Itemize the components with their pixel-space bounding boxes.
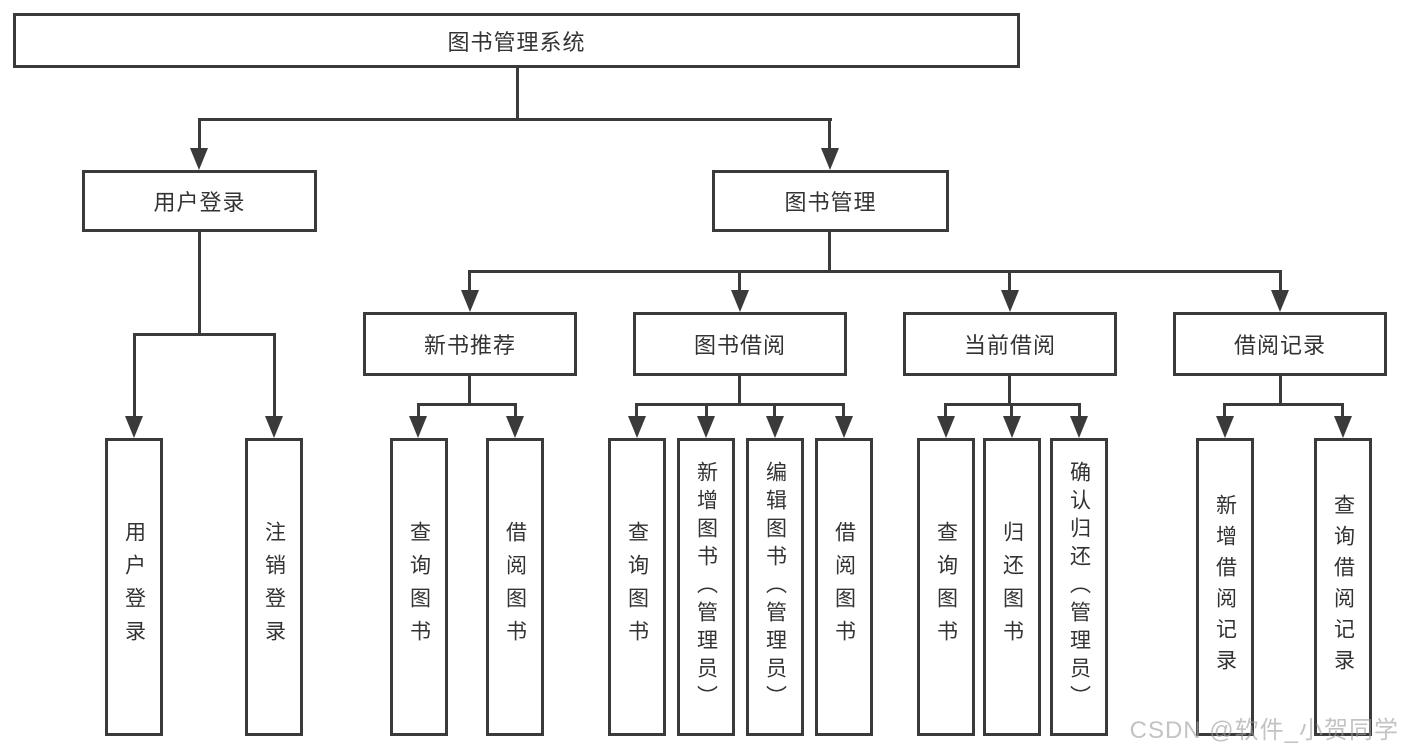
connector-leaf-stub — [842, 403, 845, 419]
arrow-down-icon — [190, 148, 208, 170]
arrow-down-icon — [937, 416, 955, 438]
connector-new-book-rail — [417, 403, 517, 406]
connector-to-user-login — [198, 118, 201, 152]
leaf-label: 用户登录 — [122, 521, 146, 653]
leaf-label: 借阅图书 — [503, 521, 527, 653]
connector-level3-rail — [468, 270, 1282, 273]
arrow-down-icon — [1271, 290, 1289, 312]
leaf-label: 编辑图书（管理员） — [763, 461, 787, 713]
connector-current-borrow-stem — [1008, 376, 1011, 406]
connector-to-current-borrow — [1008, 270, 1011, 294]
node-root: 图书管理系统 — [13, 13, 1020, 68]
leaf-add-book-admin: 新增图书（管理员） — [677, 438, 735, 736]
connector-leaf-stub — [417, 403, 420, 419]
leaf-borrow-books-newbook: 借阅图书 — [486, 438, 544, 736]
leaf-label: 查询图书 — [934, 521, 958, 653]
node-book-management: 图书管理 — [712, 170, 949, 232]
connector-to-new-book — [468, 270, 471, 294]
leaf-label: 注销登录 — [262, 521, 286, 653]
connector-level2-rail — [198, 118, 832, 121]
leaf-query-books-newbook: 查询图书 — [390, 438, 448, 736]
leaf-label: 确认归还（管理员） — [1067, 461, 1091, 713]
leaf-label: 查询图书 — [625, 521, 649, 653]
node-user-login: 用户登录 — [82, 170, 317, 232]
arrow-down-icon — [766, 416, 784, 438]
connector-borrow-record-rail — [1223, 403, 1343, 406]
arrow-down-icon — [821, 148, 839, 170]
leaf-label: 归还图书 — [1000, 521, 1024, 653]
leaf-confirm-return-admin: 确认归还（管理员） — [1050, 438, 1108, 736]
arrow-down-icon — [1001, 290, 1019, 312]
arrow-down-icon — [1334, 416, 1352, 438]
arrow-down-icon — [461, 290, 479, 312]
connector-to-book-borrow — [738, 270, 741, 294]
arrow-down-icon — [409, 416, 427, 438]
leaf-label: 查询借阅记录 — [1331, 494, 1355, 680]
leaf-label: 新增图书（管理员） — [694, 461, 718, 713]
leaf-query-borrow-record: 查询借阅记录 — [1314, 438, 1372, 736]
node-new-book-recommend: 新书推荐 — [363, 312, 577, 376]
connector-user-login-rail — [133, 333, 276, 336]
leaf-label: 借阅图书 — [832, 521, 856, 653]
node-borrow-record: 借阅记录 — [1173, 312, 1387, 376]
connector-leaf-stub — [944, 403, 947, 419]
connector-to-leaf-logout — [273, 333, 276, 417]
leaf-logout: 注销登录 — [245, 438, 303, 736]
arrow-down-icon — [628, 416, 646, 438]
connector-leaf-stub — [773, 403, 776, 419]
arrow-down-icon — [1003, 416, 1021, 438]
leaf-edit-book-admin: 编辑图书（管理员） — [746, 438, 804, 736]
arrow-down-icon — [731, 290, 749, 312]
csdn-watermark: CSDN @软件_小贺同学 — [1129, 717, 1399, 744]
connector-leaf-stub — [705, 403, 708, 419]
leaf-query-books-current: 查询图书 — [917, 438, 975, 736]
arrow-down-icon — [1070, 416, 1088, 438]
connector-leaf-stub — [1078, 403, 1081, 419]
connector-leaf-stub — [1223, 403, 1226, 419]
connector-to-leaf-user-login — [133, 333, 136, 417]
connector-book-borrow-rail — [635, 403, 845, 406]
arrow-down-icon — [1216, 416, 1234, 438]
connector-leaf-stub — [635, 403, 638, 419]
connector-borrow-record-stem — [1279, 376, 1282, 406]
arrow-down-icon — [835, 416, 853, 438]
leaf-label: 查询图书 — [407, 521, 431, 653]
leaf-add-borrow-record: 新增借阅记录 — [1196, 438, 1254, 736]
connector-new-book-stem — [468, 376, 471, 406]
connector-leaf-stub — [1341, 403, 1344, 419]
leaf-query-books-borrow: 查询图书 — [608, 438, 666, 736]
leaf-user-login: 用户登录 — [105, 438, 163, 736]
connector-leaf-stub — [1010, 403, 1013, 419]
connector-book-borrow-stem — [738, 376, 741, 406]
connector-book-management-stem — [828, 232, 831, 273]
arrow-down-icon — [506, 416, 524, 438]
node-book-borrow: 图书借阅 — [633, 312, 847, 376]
connector-user-login-stem — [198, 232, 201, 336]
arrow-down-icon — [125, 416, 143, 438]
leaf-return-books: 归还图书 — [983, 438, 1041, 736]
node-current-borrow: 当前借阅 — [903, 312, 1117, 376]
connector-root-stem — [516, 68, 519, 118]
leaf-borrow-books: 借阅图书 — [815, 438, 873, 736]
connector-to-borrow-record — [1279, 270, 1282, 294]
leaf-label: 新增借阅记录 — [1213, 494, 1237, 680]
connector-to-book-management — [828, 118, 831, 152]
connector-leaf-stub — [514, 403, 517, 419]
arrow-down-icon — [265, 416, 283, 438]
arrow-down-icon — [697, 416, 715, 438]
